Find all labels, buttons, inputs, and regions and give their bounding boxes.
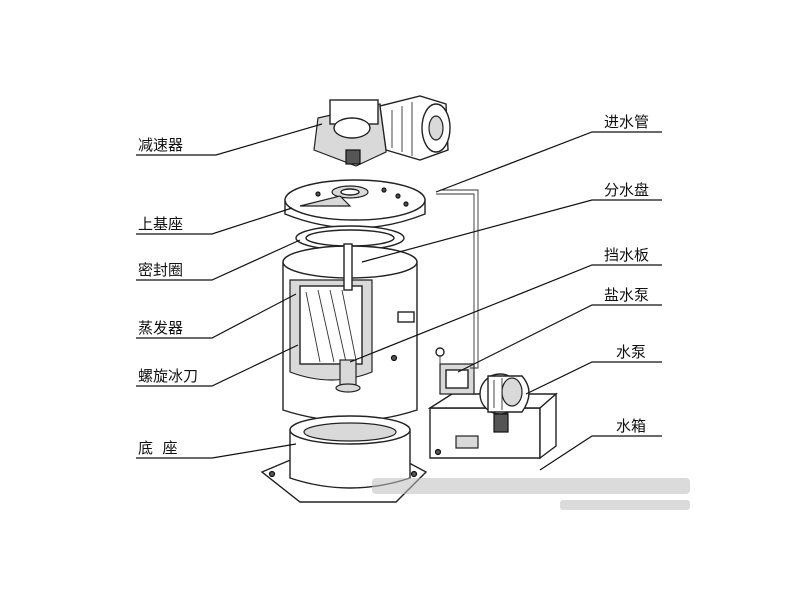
label-inlet-pipe: 进水管 (604, 113, 649, 131)
label-upper-base: 上基座 (138, 215, 183, 233)
label-evaporator: 蒸发器 (138, 319, 183, 337)
label-base: 底 座 (138, 439, 178, 457)
label-spiral-ice-blade: 螺旋冰刀 (138, 367, 198, 385)
label-brine-pump: 盐水泵 (604, 286, 649, 304)
reducer-part (313, 95, 451, 167)
label-water-baffle: 挡水板 (604, 246, 649, 264)
seal-ring-part (295, 225, 405, 251)
label-water-pump: 水泵 (616, 343, 646, 361)
label-reducer: 减速器 (138, 136, 183, 154)
label-water-tank: 水箱 (616, 417, 646, 435)
water-pump-part (479, 373, 530, 433)
label-seal-ring: 密封圈 (138, 261, 183, 279)
brine-pump-part (435, 347, 475, 395)
upper-base-part (284, 179, 426, 229)
evaporator-part (282, 243, 418, 422)
base-part (260, 415, 428, 503)
label-water-distributor: 分水盘 (604, 181, 649, 199)
leader-lines (136, 123, 662, 471)
